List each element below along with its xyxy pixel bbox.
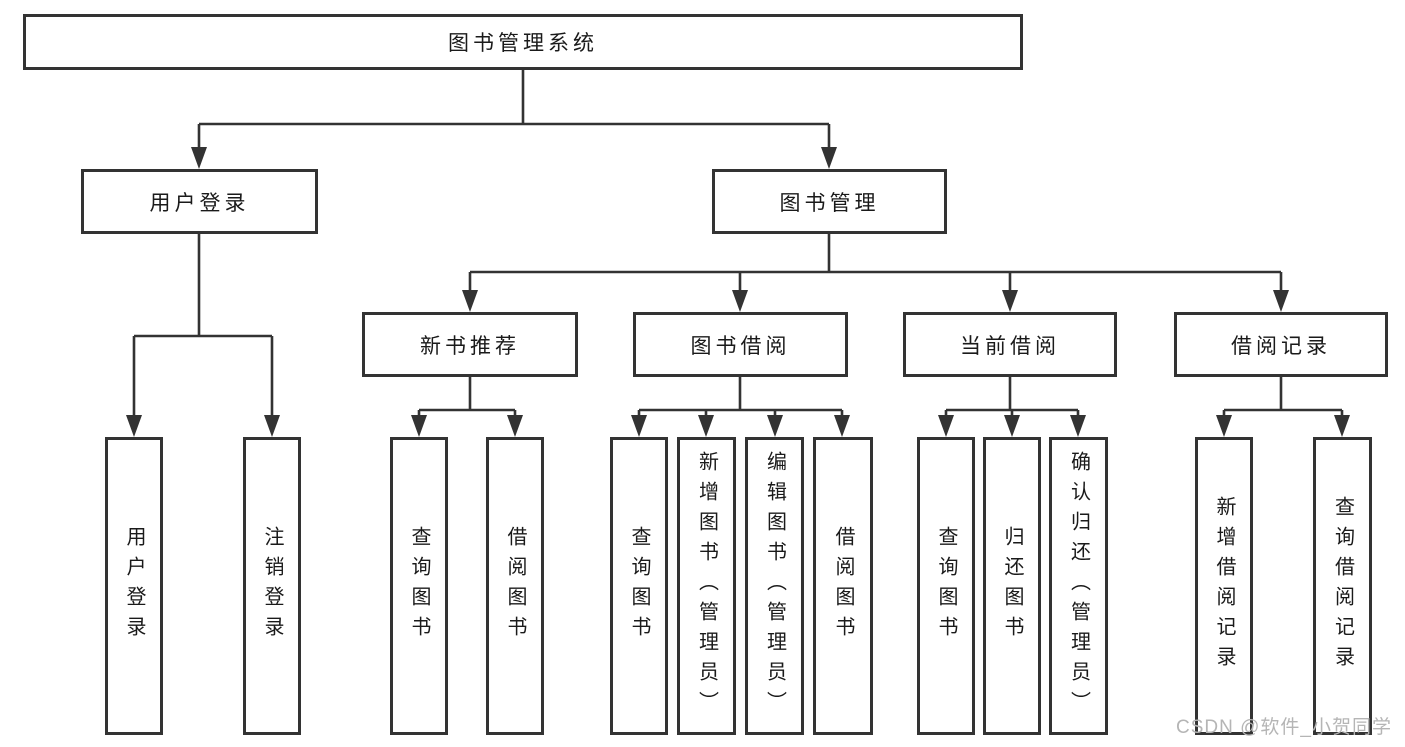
leaf-label: 查询借阅记录	[1331, 496, 1354, 676]
node-book-management: 图书管理	[712, 169, 947, 234]
leaf-borrowing-query-books: 查询图书	[610, 437, 668, 735]
leaf-label: 查询图书	[935, 526, 957, 646]
leaf-label: 借阅图书	[832, 526, 854, 646]
arrowhead-icons	[126, 147, 1350, 437]
node-new-book-recommend: 新书推荐	[362, 312, 578, 377]
leaf-current-return-books: 归还图书	[983, 437, 1041, 735]
leaf-label: 查询图书	[408, 526, 430, 646]
leaf-borrowing-add-book-admin: 新增图书（管理员）	[677, 437, 736, 735]
leaf-label: 确认归还（管理员）	[1067, 451, 1090, 721]
leaf-newbooks-query-books: 查询图书	[390, 437, 448, 735]
node-current-borrowing: 当前借阅	[903, 312, 1117, 377]
leaf-newbooks-borrow-books: 借阅图书	[486, 437, 544, 735]
node-book-borrowing: 图书借阅	[633, 312, 848, 377]
leaf-borrowing-edit-book-admin: 编辑图书（管理员）	[745, 437, 804, 735]
leaf-borrowing-borrow-books: 借阅图书	[813, 437, 873, 735]
leaf-label: 用户登录	[123, 526, 145, 646]
node-user-login: 用户登录	[81, 169, 318, 234]
leaf-records-add-record: 新增借阅记录	[1195, 437, 1253, 735]
leaf-user-login: 用户登录	[105, 437, 163, 735]
leaf-label: 查询图书	[628, 526, 650, 646]
leaf-current-confirm-return-admin: 确认归还（管理员）	[1049, 437, 1108, 735]
node-library-system: 图书管理系统	[23, 14, 1023, 70]
leaf-records-query-record: 查询借阅记录	[1313, 437, 1372, 735]
leaf-current-query-books: 查询图书	[917, 437, 975, 735]
leaf-logout: 注销登录	[243, 437, 301, 735]
node-borrowing-records: 借阅记录	[1174, 312, 1388, 377]
leaf-label: 归还图书	[1001, 526, 1023, 646]
leaf-label: 编辑图书（管理员）	[763, 451, 786, 721]
leaf-label: 新增借阅记录	[1213, 496, 1235, 676]
leaf-label: 注销登录	[261, 526, 283, 646]
leaf-label: 借阅图书	[504, 526, 526, 646]
leaf-label: 新增图书（管理员）	[695, 451, 718, 721]
